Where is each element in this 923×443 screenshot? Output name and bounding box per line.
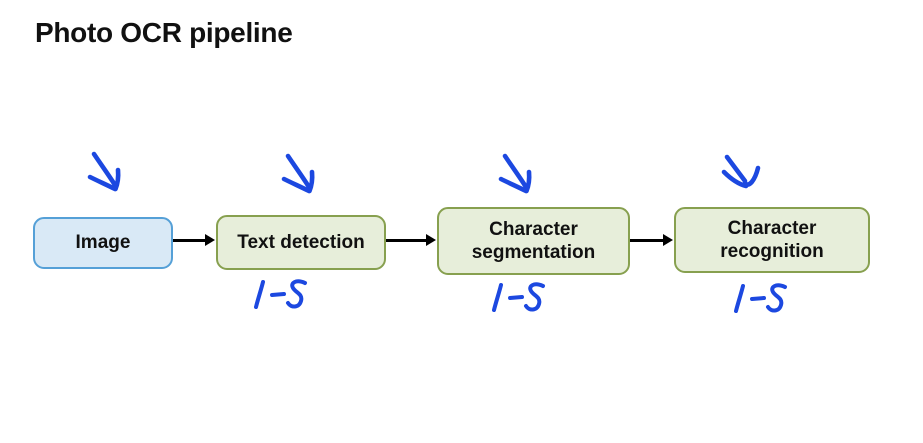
- right-arrow-icon: [386, 234, 436, 245]
- stage-box-image: Image: [33, 217, 173, 269]
- stage-box-text-detection: Text detection: [216, 215, 386, 270]
- handwritten-annotation-character-segmentation: [484, 281, 548, 315]
- handwritten-annotation-text-detection: [246, 278, 310, 312]
- handdrawn-down-right-arrow-icon: [718, 152, 764, 198]
- handwritten-annotation-character-recognition: [723, 282, 793, 316]
- handdrawn-down-right-arrow-icon: [276, 150, 322, 204]
- stage-label: Character segmentation: [471, 218, 596, 263]
- handdrawn-down-right-arrow-icon: [82, 148, 128, 202]
- right-arrow-icon: [630, 234, 673, 245]
- stage-box-character-recognition: Character recognition: [674, 207, 870, 273]
- stage-label: Image: [75, 232, 131, 254]
- stage-label: Text detection: [237, 231, 365, 253]
- page-title: Photo OCR pipeline: [35, 17, 293, 48]
- handdrawn-down-right-arrow-icon: [493, 150, 539, 204]
- right-arrow-icon: [173, 234, 215, 245]
- stage-label: Character recognition: [720, 217, 824, 262]
- stage-box-character-segmentation: Character segmentation: [437, 207, 630, 275]
